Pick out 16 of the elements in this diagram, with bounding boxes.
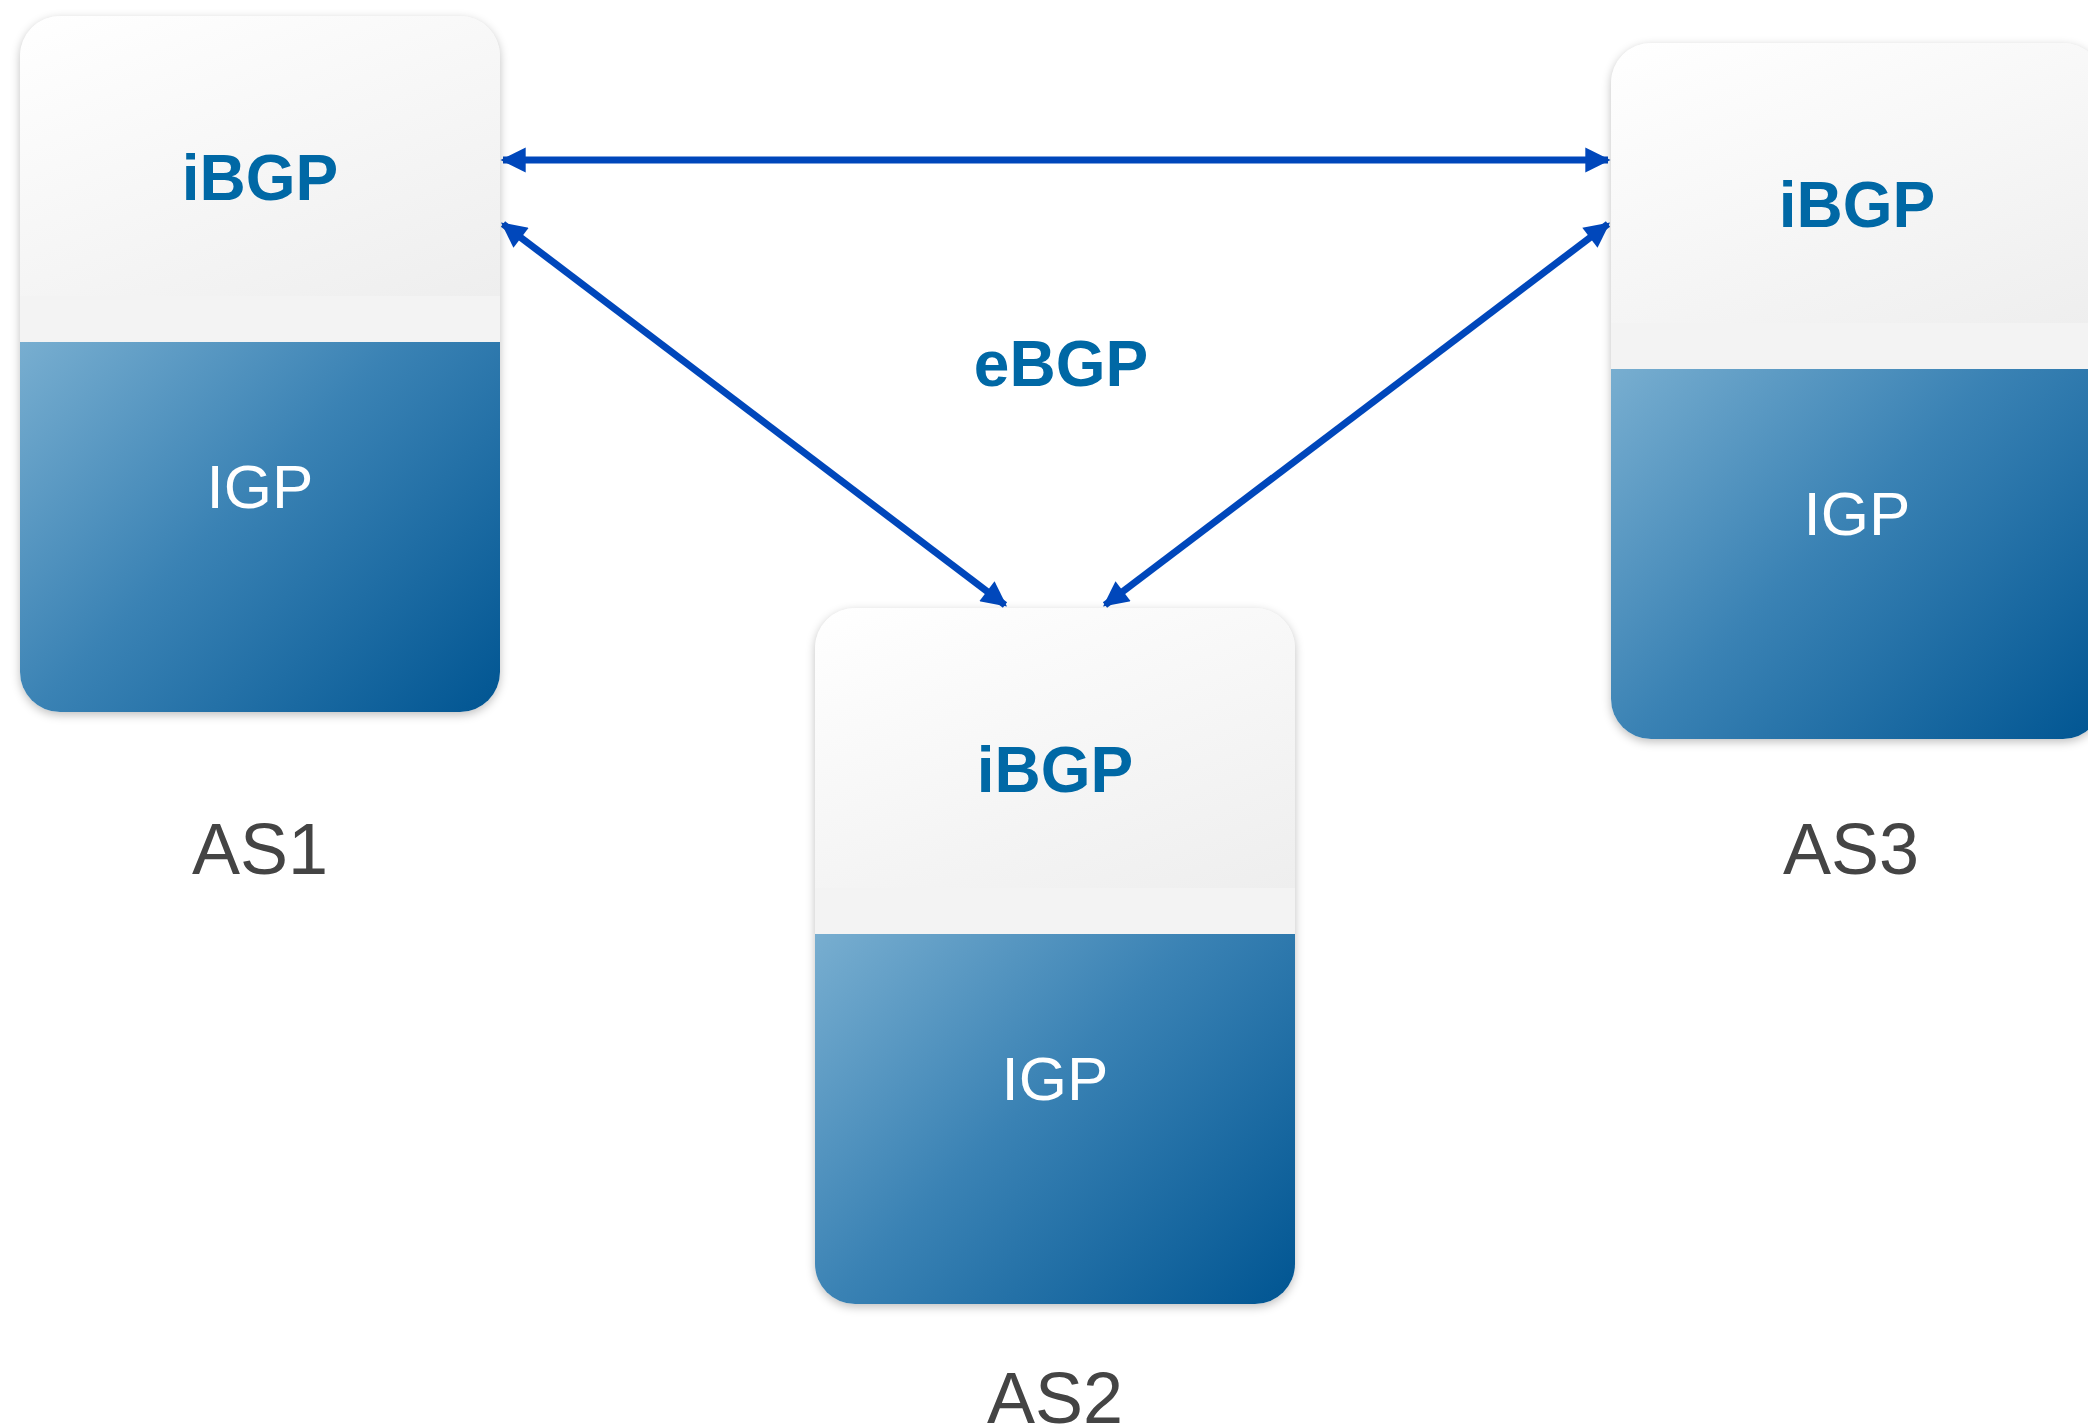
system-name: AS1 — [191, 813, 329, 885]
protocol-label: iBGP — [1778, 173, 1936, 237]
autonomous-system-card — [815, 608, 1295, 1304]
arrow — [500, 147, 1611, 173]
system-name: AS2 — [986, 1362, 1124, 1427]
protocol-label: iBGP — [181, 146, 339, 210]
autonomous-system-card — [20, 16, 500, 712]
system-name: AS3 — [1782, 813, 1920, 885]
autonomous-system-card — [1611, 43, 2088, 739]
protocol-label: IGP — [206, 456, 314, 518]
protocol-label: iBGP — [976, 738, 1134, 802]
protocol-label: eBGP — [972, 332, 1150, 396]
protocol-label: IGP — [1001, 1048, 1109, 1110]
arrow — [500, 221, 1008, 608]
protocol-label: IGP — [1803, 483, 1911, 545]
arrow — [1102, 221, 1611, 608]
